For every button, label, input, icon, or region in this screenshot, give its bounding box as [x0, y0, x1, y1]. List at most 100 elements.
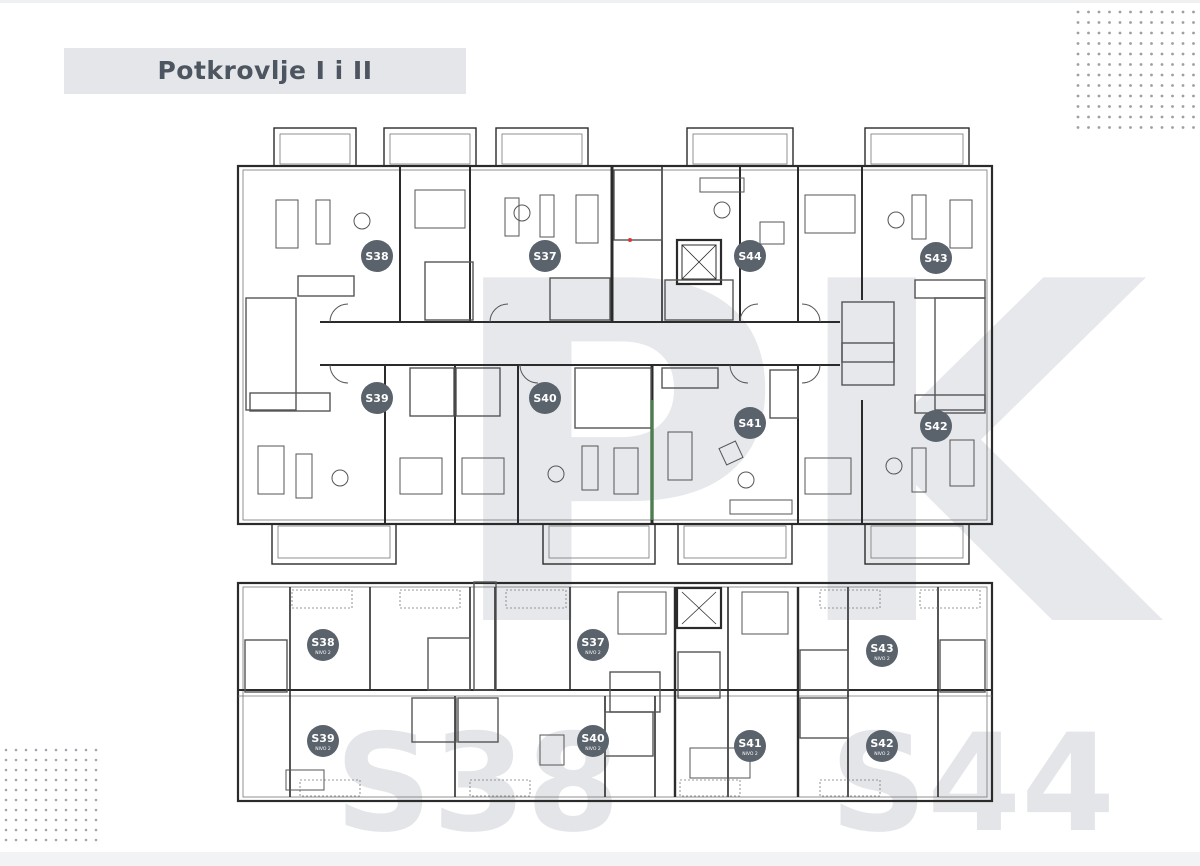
badge-circle	[920, 242, 952, 274]
dot	[14, 818, 18, 822]
dot	[1181, 105, 1185, 108]
unit-label: S39	[311, 732, 334, 745]
dot	[1139, 84, 1143, 87]
dot	[1160, 52, 1164, 56]
dot	[1160, 84, 1164, 87]
dot	[1118, 94, 1122, 98]
dot	[1139, 42, 1143, 45]
dot	[1192, 42, 1195, 45]
level-label: NIVO 2	[585, 650, 601, 656]
dot	[1150, 73, 1153, 77]
dot	[14, 808, 18, 812]
dot	[1097, 84, 1101, 87]
dot	[1181, 21, 1185, 24]
dot	[1076, 42, 1080, 45]
dot	[1097, 10, 1101, 14]
dot	[1087, 10, 1090, 14]
unit-label: S42	[870, 737, 893, 750]
dot	[1108, 52, 1111, 56]
dot	[1160, 94, 1164, 98]
dot	[1129, 21, 1132, 24]
level-label: NIVO 2	[315, 650, 331, 656]
top-rule	[0, 0, 1200, 3]
dot	[34, 828, 38, 832]
dot	[44, 778, 48, 782]
dot	[1150, 21, 1153, 24]
unit-label: S40	[533, 392, 557, 405]
dot	[94, 758, 98, 762]
watermark-range-left: S38	[335, 705, 620, 862]
dot	[1139, 63, 1143, 66]
dot	[94, 768, 98, 772]
dot	[1181, 10, 1185, 14]
dot	[1160, 63, 1164, 66]
dot	[44, 758, 48, 762]
dot	[1129, 52, 1132, 56]
dot	[1087, 115, 1090, 119]
dot	[94, 748, 98, 752]
dot	[4, 818, 8, 822]
dot	[84, 778, 88, 782]
dot	[14, 838, 18, 842]
level-label: NIVO 2	[742, 751, 758, 757]
dot	[34, 768, 38, 772]
dot	[1192, 115, 1195, 119]
badge-circle	[529, 240, 561, 272]
dot	[54, 768, 58, 772]
dot	[1097, 21, 1101, 24]
dot	[1181, 73, 1185, 77]
dot	[44, 748, 48, 752]
unit-label: S40	[581, 732, 605, 745]
dot	[1129, 115, 1132, 119]
dot	[1108, 94, 1111, 98]
dot	[4, 748, 8, 752]
dot	[1160, 105, 1164, 108]
dot	[1097, 42, 1101, 45]
bottom-rule	[0, 852, 1200, 866]
dot	[1171, 10, 1174, 14]
badge-circle	[361, 240, 393, 272]
unit-label: S43	[924, 252, 947, 265]
upper-unit-badge: S39	[361, 382, 393, 414]
dot	[1171, 94, 1174, 98]
dot	[4, 768, 8, 772]
upper-unit-badge: S41	[734, 407, 766, 439]
dot	[1108, 126, 1111, 129]
dot	[1139, 94, 1143, 98]
watermark-logo: PK	[440, 240, 1166, 640]
dot	[94, 818, 98, 822]
dot	[54, 818, 58, 822]
dot	[1118, 42, 1122, 45]
dot	[1150, 115, 1153, 119]
badge-circle	[307, 629, 339, 661]
dot	[44, 828, 48, 832]
dot	[24, 818, 28, 822]
dot	[1108, 31, 1111, 35]
dot	[44, 768, 48, 772]
dot	[1139, 21, 1143, 24]
dot	[84, 788, 88, 792]
dot	[74, 818, 78, 822]
dot	[4, 808, 8, 812]
dot	[1129, 63, 1132, 66]
dot	[64, 748, 68, 752]
dot	[1192, 10, 1195, 14]
dot	[1129, 42, 1132, 45]
dot	[1181, 115, 1185, 119]
dot	[1108, 84, 1111, 87]
dot	[34, 788, 38, 792]
dot	[1160, 10, 1164, 14]
dot	[64, 788, 68, 792]
dot	[4, 778, 8, 782]
unit-label: S41	[738, 737, 761, 750]
unit-label: S37	[581, 636, 604, 649]
dot	[1181, 31, 1185, 35]
dot	[1076, 84, 1080, 87]
dot	[1150, 84, 1153, 87]
dot	[34, 758, 38, 762]
level-label: NIVO 2	[874, 751, 890, 757]
dot	[1118, 84, 1122, 87]
dot	[64, 808, 68, 812]
upper-unit-badge: S42	[920, 410, 952, 442]
dot	[64, 818, 68, 822]
